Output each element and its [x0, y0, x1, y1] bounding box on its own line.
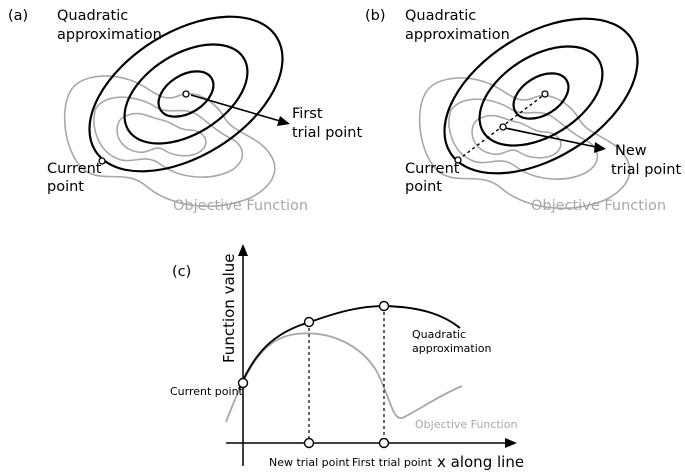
panel-b-current-point-marker	[454, 156, 462, 164]
panel-b: (b) Quadratic approximation New trial po…	[365, 8, 681, 214]
panel-b-new-trial-point-marker	[499, 123, 507, 131]
objective-outer-contour	[418, 77, 631, 210]
panel-c-new-trial-curve-marker	[303, 316, 315, 328]
panel-c-x-axis-arrowhead	[505, 438, 517, 448]
panel-b-quadratic-label-line2: approximation	[405, 27, 510, 43]
quadratic-inner-ellipse	[157, 70, 215, 118]
panel-a-trial-arrow	[190, 94, 281, 122]
objective-middle-contour	[448, 98, 599, 180]
panel-b-trial-label-line1: New	[615, 143, 647, 159]
panel-c-quadratic-label-line2: approximation	[412, 342, 491, 355]
quadratic-outer-ellipse	[88, 15, 284, 173]
panel-b-quadratic-ellipses	[443, 17, 639, 175]
panel-c-y-axis-label: Function value	[220, 253, 238, 363]
objective-inner-contour	[116, 112, 207, 157]
objective-inner-contour	[471, 114, 562, 159]
panel-c-current-point-marker	[237, 377, 249, 389]
panel-b-trial-label-line2: trial point	[611, 162, 681, 178]
panel-a-current-point-marker	[98, 157, 106, 165]
panel-c-first-trial-axis-marker	[378, 437, 390, 449]
quadratic-inner-ellipse	[512, 72, 570, 120]
panel-c-new-trial-label: New trial point	[269, 456, 350, 469]
panel-b-objective-contours	[418, 77, 631, 210]
panel-b-current-label-line1: Current	[405, 161, 460, 177]
panel-a-tag: (a)	[8, 8, 28, 24]
panel-a-current-label-line1: Current	[47, 161, 102, 177]
panel-a-objective-label: Objective Function	[173, 198, 308, 214]
panel-a-arrowhead	[277, 116, 290, 126]
panel-c-objective-label: Objective Function	[415, 418, 517, 431]
panel-a-quadratic-ellipses	[88, 15, 284, 173]
panel-c-tag: (c)	[172, 264, 191, 280]
quadratic-outer-ellipse	[443, 17, 639, 175]
panel-b-quadratic-label-line1: Quadratic	[405, 8, 476, 24]
panel-b-tag: (b)	[365, 8, 386, 24]
panel-b-arrowhead	[594, 142, 606, 153]
panel-a-trial-label-line2: trial point	[292, 125, 362, 141]
panel-c-quadratic-label-line1: Quadratic	[412, 328, 466, 341]
panel-c-y-axis-arrowhead	[238, 244, 248, 256]
panel-c-quadratic-curve	[238, 305, 461, 390]
objective-outer-contour	[63, 75, 276, 208]
panel-b-current-label-line2: point	[405, 179, 442, 195]
panel-a-current-label-line2: point	[47, 179, 84, 195]
panel-c-objective-curve	[225, 332, 463, 423]
panel-a: (a) Quadratic approximation First trial …	[8, 8, 362, 214]
panel-a-quadratic-label-line1: Quadratic	[57, 8, 128, 24]
panel-a-trial-label-line1: First	[292, 106, 323, 122]
quadratic-middle-ellipse	[478, 45, 604, 147]
panel-c-first-trial-label: First trial point	[352, 456, 433, 469]
panel-a-objective-contours	[63, 75, 276, 208]
panel-b-trial-arrow	[504, 127, 597, 148]
panel-c-new-trial-axis-marker	[303, 437, 315, 449]
quadratic-middle-ellipse	[123, 43, 249, 145]
panel-b-objective-label: Objective Function	[531, 198, 666, 214]
panel-a-first-trial-point-marker	[182, 90, 190, 98]
panel-c-current-point-label: Current point	[170, 385, 244, 398]
panel-c-x-axis-label: x along line	[437, 453, 524, 471]
objective-middle-contour	[93, 96, 244, 178]
panel-a-quadratic-label-line2: approximation	[57, 27, 162, 43]
panel-c-first-trial-curve-marker	[378, 300, 390, 312]
panel-b-first-trial-point-marker	[541, 90, 549, 98]
panel-c: (c) Function value x along line Quadrati…	[170, 244, 524, 471]
